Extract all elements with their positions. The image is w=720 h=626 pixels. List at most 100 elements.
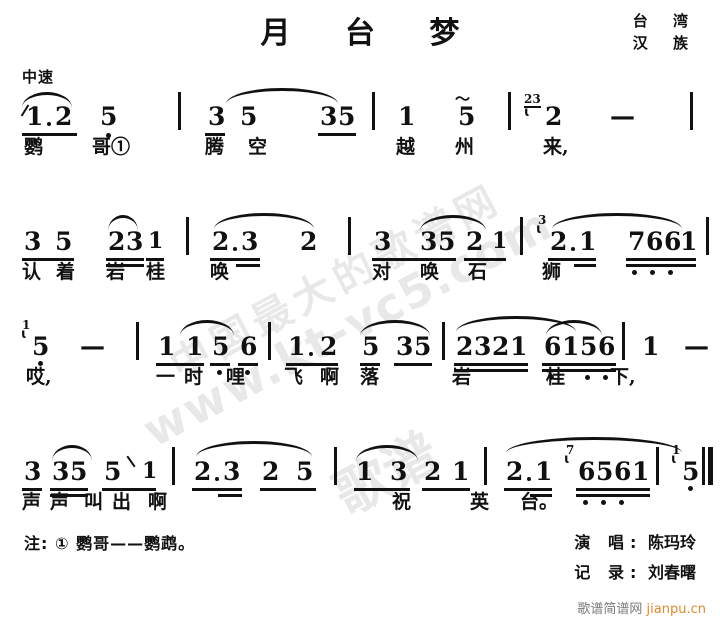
grace-note-group: 7 [566, 443, 575, 457]
beam [354, 488, 410, 491]
slur [52, 445, 92, 461]
score-line-4: 3 3 5 5 1 2 3 2 5 1 3 2 [0, 437, 720, 551]
beam [260, 488, 316, 491]
octave-dot-low [106, 133, 111, 138]
octave-dot-low [549, 375, 554, 380]
barline [706, 217, 709, 255]
score-line-3: 1 ɩ 5 — 1 1 5 6 1 2 5 3 5 [0, 316, 720, 426]
lyric-char: 桂 [146, 261, 166, 283]
note: 1 [148, 228, 164, 254]
grace-note: 7 [566, 443, 575, 457]
augmentation-dot [309, 352, 313, 356]
sustain-dash: — [610, 102, 635, 131]
barline [178, 92, 181, 130]
grace-tail-icon: ɩ [564, 452, 570, 467]
tempo-marking: 中速 [22, 68, 55, 86]
grace-note: 1 [22, 318, 31, 332]
barline [442, 322, 445, 360]
beam [50, 488, 88, 491]
barline [690, 92, 693, 130]
note: 5 [70, 457, 88, 486]
lyric-char: 石 [468, 261, 488, 283]
lyric-char: 声 [22, 491, 42, 513]
beam-second [574, 264, 596, 267]
note: 5 [32, 332, 50, 361]
note: 3 [126, 227, 144, 256]
octave-dot-low [650, 270, 655, 275]
note-row: 1 ɩ 5 — 1 1 5 6 1 2 5 3 5 [0, 316, 720, 380]
origin-credit: 台 湾 汉 族 [633, 10, 698, 54]
note: 2 [466, 227, 484, 256]
lyric-char: 祝 [392, 491, 412, 513]
barline [172, 447, 175, 485]
beam [22, 133, 77, 136]
note: 2 [108, 227, 126, 256]
beam [146, 258, 164, 261]
note: 2 [506, 457, 524, 486]
beam [238, 363, 258, 366]
lyric-char: 空 [248, 136, 268, 158]
barline [622, 322, 625, 360]
note: 6 [240, 332, 258, 361]
note: 6 [598, 332, 616, 361]
note: 5 [458, 102, 476, 131]
note: 2 [55, 102, 73, 131]
slur [196, 441, 312, 457]
note: 1 [186, 332, 204, 361]
lyric-char: 哎, [26, 366, 52, 388]
lyric-char: 哥① [92, 136, 131, 158]
note: 3 [241, 227, 259, 256]
grace-tail-icon: ɩ [21, 327, 27, 342]
note: 3 [52, 457, 70, 486]
lyric-char: 台。 [520, 491, 559, 513]
note: 1 [562, 332, 580, 361]
beam [548, 258, 596, 261]
lyric-row: 认 着 岩 桂 唤 对 唤 石 狮 [0, 263, 720, 297]
lyric-char: 啊 [148, 491, 168, 513]
beam-second [218, 494, 242, 497]
sustain-dash: — [684, 332, 709, 361]
note-row: 3 5 2 3 1 2 3 2 3 3 5 2 1 [0, 213, 720, 275]
lyric-row: 鹦 哥① 腾 空 越 州 来, [0, 138, 720, 172]
beam [504, 488, 552, 491]
lyric-row: 声 声 叫 出 啊 祝 英 台。 [0, 493, 720, 527]
octave-dot-low [688, 486, 693, 491]
slur [108, 215, 138, 231]
note: 1 [492, 228, 508, 254]
transcriber-name: 刘春曙 [647, 563, 696, 582]
note: 6 [544, 332, 562, 361]
footnote: 注: ① 鹦哥——鹦鹉。 [24, 534, 196, 553]
augmentation-dot [527, 477, 531, 481]
note: 3 [320, 102, 338, 131]
note: 5 [682, 457, 700, 486]
slur [506, 437, 682, 453]
note: 1 [642, 332, 660, 361]
singer-credit: 演 唱: 陈玛玲 [574, 528, 696, 558]
lyric-char: 时 [184, 366, 204, 388]
octave-dot-low [38, 361, 43, 366]
note: 1 [510, 332, 528, 361]
lyric-char: 来, [543, 136, 569, 158]
note: 1 [26, 102, 44, 131]
beam-second [576, 494, 650, 497]
beam [156, 363, 204, 366]
trill-icon: 〜 [455, 90, 471, 108]
note: 2 [320, 332, 338, 361]
beam [192, 488, 242, 491]
transcriber-label: 记 录: [574, 563, 643, 582]
barline [186, 217, 189, 255]
augmentation-dot [233, 247, 237, 251]
octave-dot-low [619, 500, 624, 505]
note: 3 [390, 457, 408, 486]
slur [22, 92, 72, 108]
lyric-char: 出 [112, 491, 132, 513]
note: 2 [492, 332, 510, 361]
grace-note-group: 1 [22, 318, 31, 332]
beam [372, 258, 426, 261]
note: 1 [632, 457, 650, 486]
slur [360, 320, 430, 336]
credits-block: 演 唱: 陈玛玲 记 录: 刘春曙 [574, 528, 696, 588]
beam [210, 258, 260, 261]
note: 3 [374, 227, 392, 256]
